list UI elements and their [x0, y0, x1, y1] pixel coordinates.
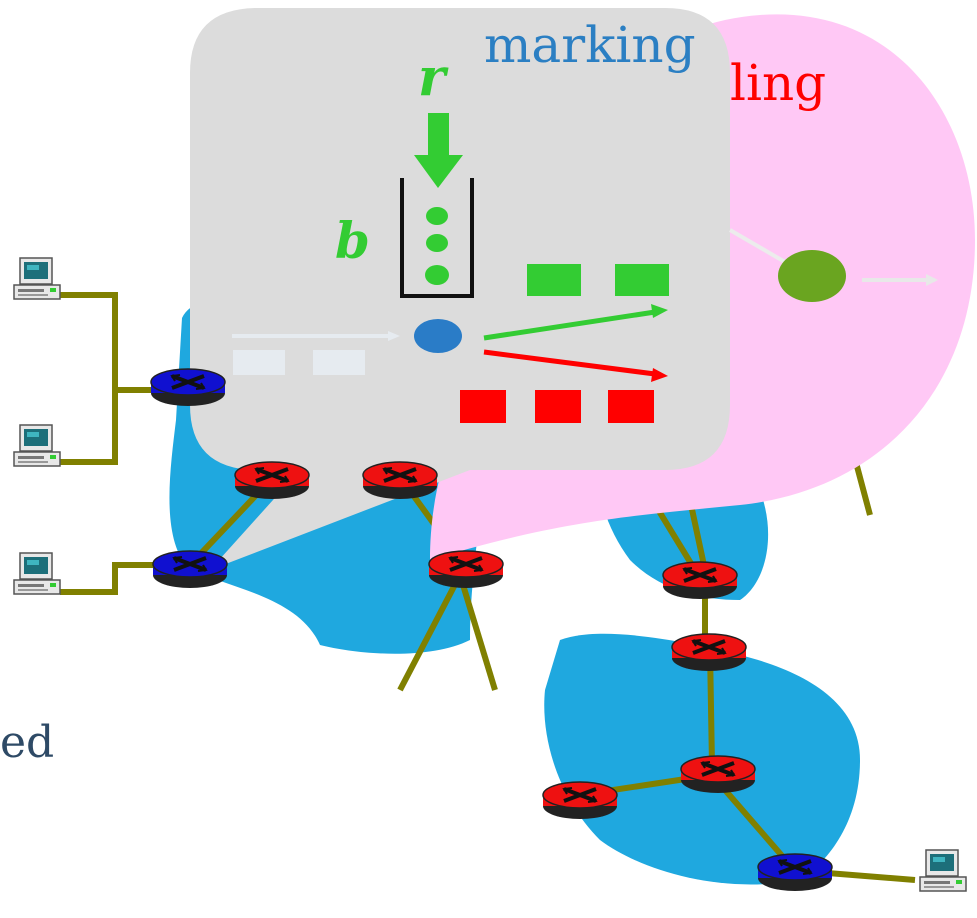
nonconforming-arrowhead: [651, 368, 668, 382]
scheduler-dot: [778, 250, 846, 302]
faded-packet: [313, 350, 365, 375]
core-router: [661, 560, 739, 601]
rate-symbol: r: [418, 47, 449, 108]
red-packet: [535, 390, 581, 423]
core-router: [233, 460, 311, 501]
green-packet: [527, 264, 581, 296]
core-router: [427, 549, 505, 590]
marking-label: marking: [484, 16, 696, 74]
scheduler-input-arrow: [728, 228, 787, 264]
token-bucket: [400, 178, 474, 298]
green-packet: [615, 264, 669, 296]
desktop-computer-icon: [13, 424, 61, 467]
nonconforming-arrow: [483, 349, 656, 377]
rate-arrow-shaft: [428, 113, 449, 155]
token: [426, 234, 448, 252]
core-router: [679, 754, 757, 795]
edge-router: [756, 852, 834, 893]
red-packet: [460, 390, 506, 423]
conforming-arrow: [483, 309, 656, 341]
desktop-computer-icon: [13, 552, 61, 595]
desktop-computer-icon: [13, 257, 61, 300]
token: [425, 265, 449, 285]
edge-router: [151, 549, 229, 590]
marking-callout: [190, 8, 730, 570]
token: [426, 207, 448, 225]
scheduling-label: ling: [730, 54, 826, 112]
bucket-symbol: b: [335, 211, 370, 270]
conforming-arrowhead: [651, 304, 668, 318]
meter-dot: [414, 319, 462, 353]
core-router: [670, 632, 748, 673]
core-router: [541, 780, 619, 821]
cut-text: ed: [0, 717, 54, 768]
rate-arrow-head: [414, 155, 463, 188]
core-router: [361, 460, 439, 501]
edge-router: [149, 367, 227, 408]
desktop-computer-icon: [919, 849, 967, 892]
scheduler-output-arrowhead: [926, 274, 938, 286]
red-packet: [608, 390, 654, 423]
incoming-arrowhead: [388, 331, 400, 341]
faded-packet: [233, 350, 285, 375]
